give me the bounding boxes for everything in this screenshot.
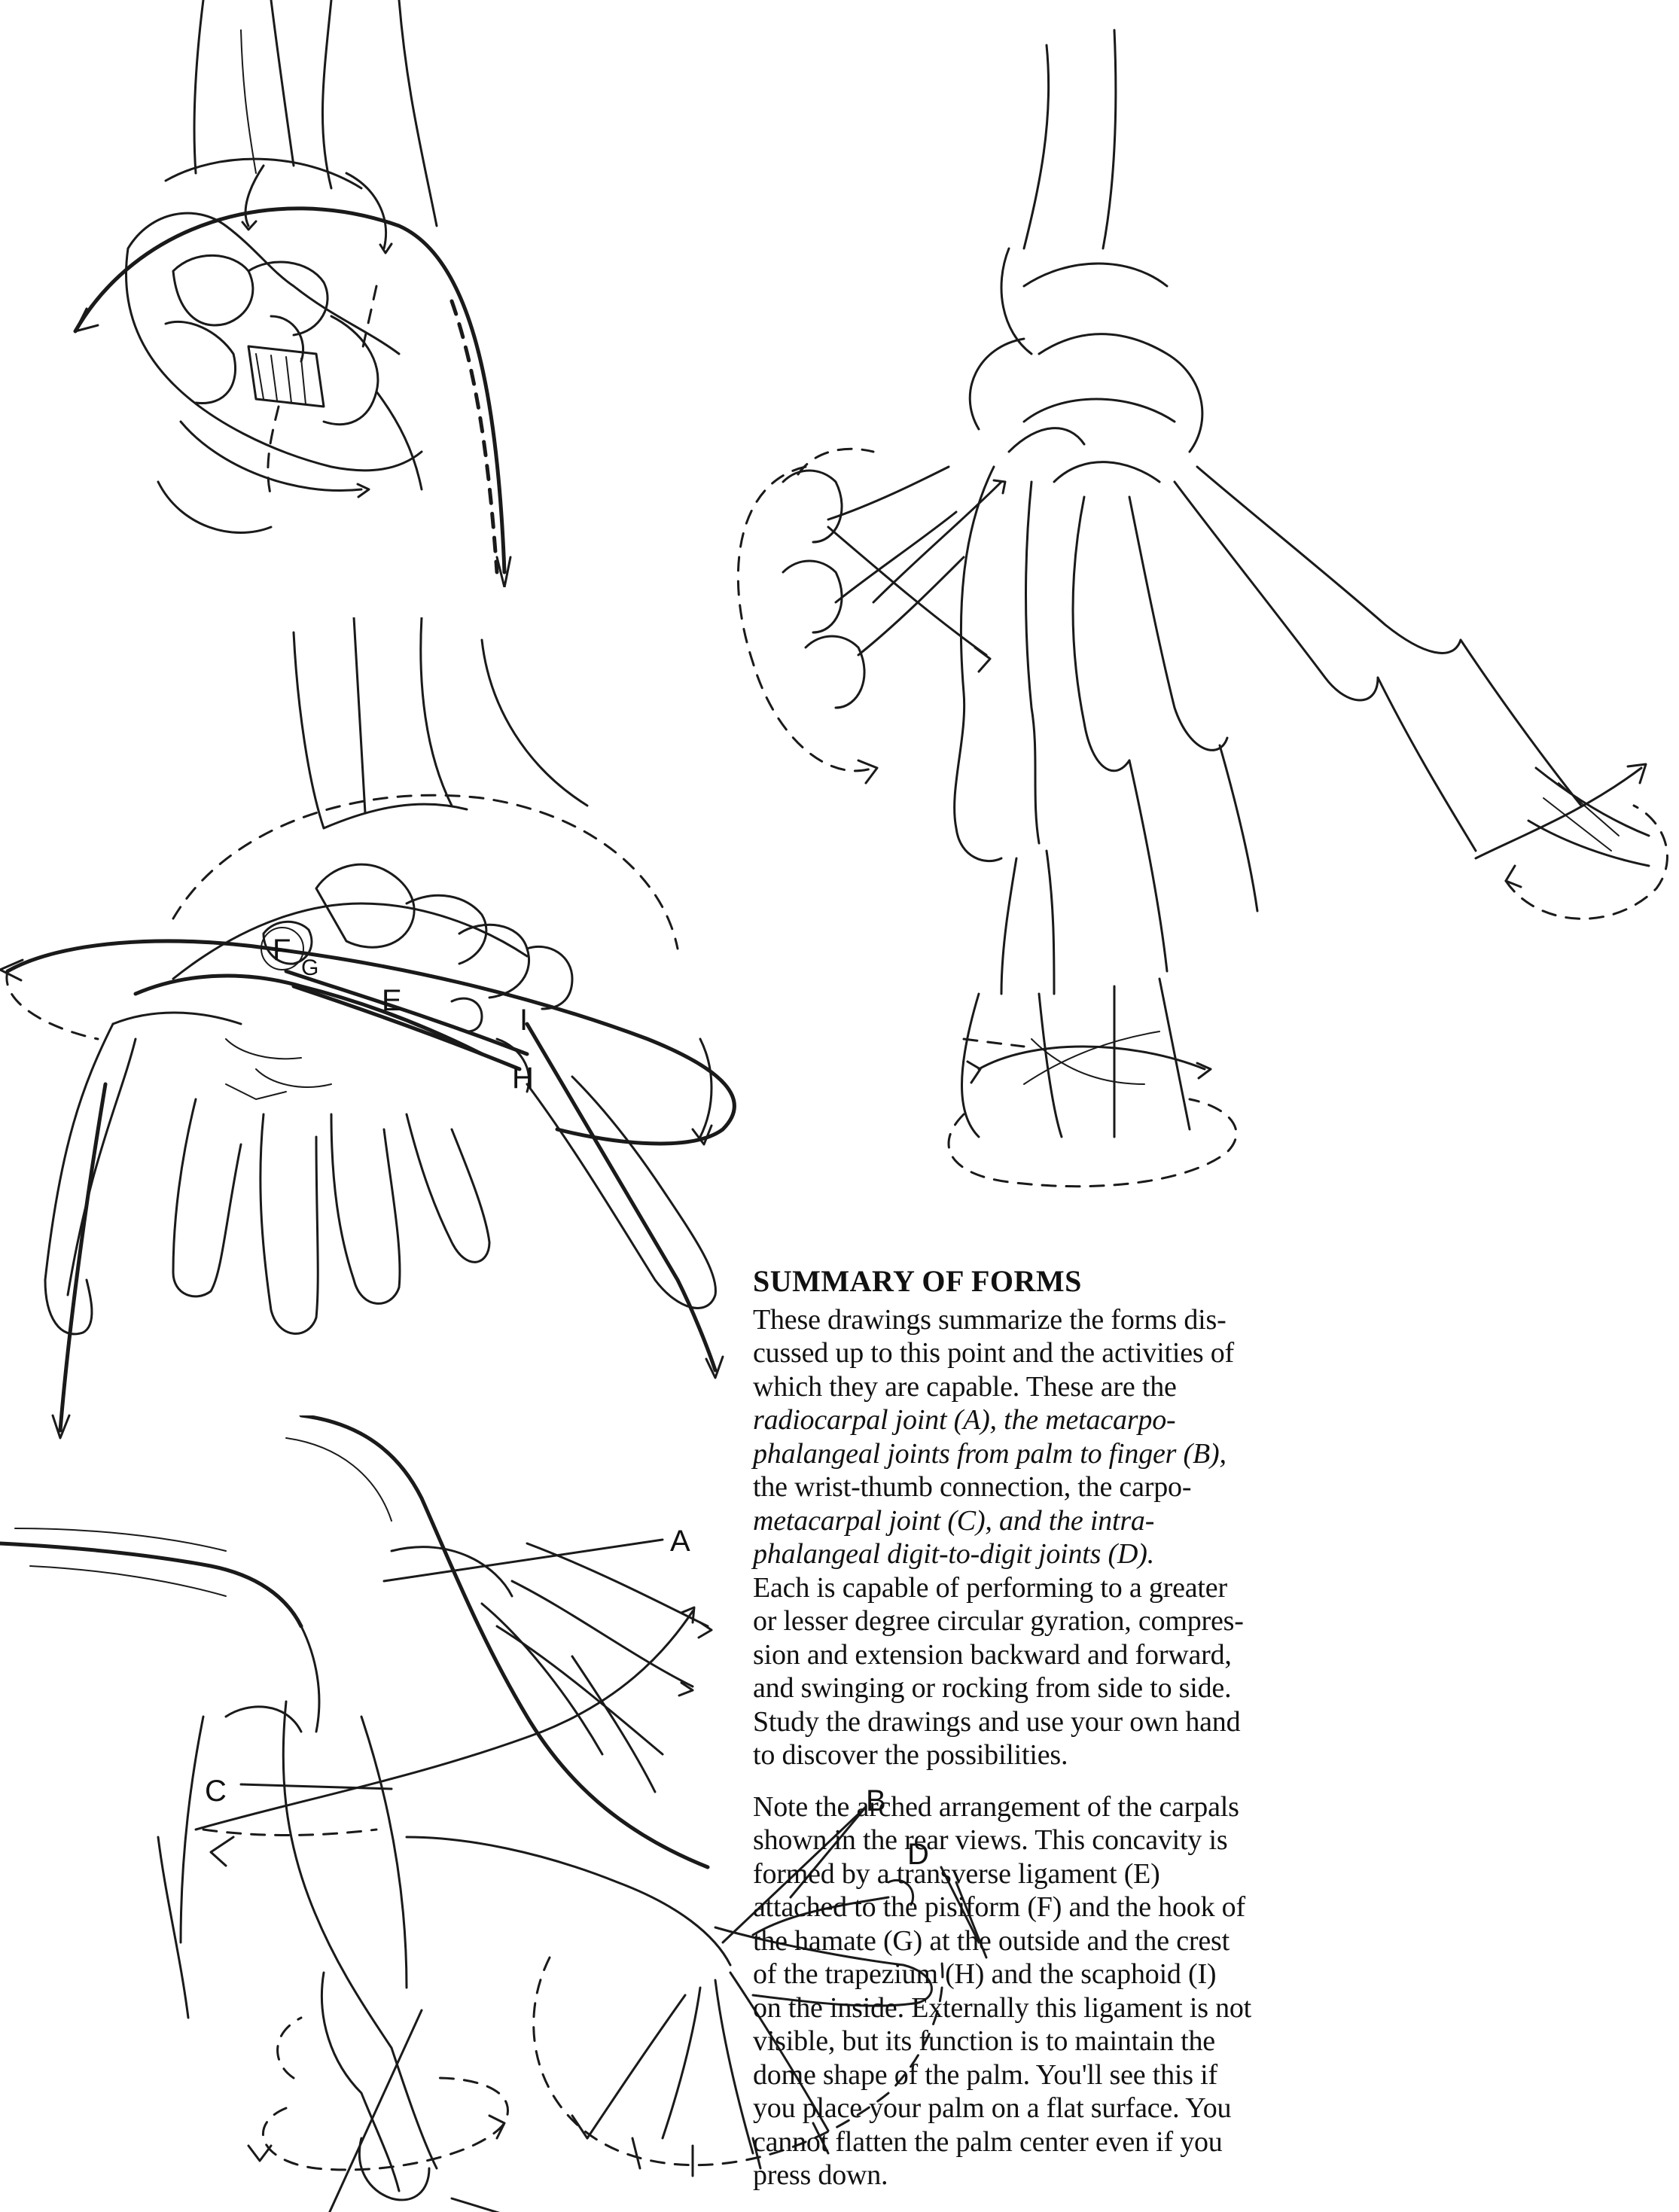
- p2-line-7: on the inside. Externally this ligament …: [753, 1992, 1251, 2024]
- p1-line-2: cussed up to this point and the activiti…: [753, 1337, 1234, 1369]
- p1-line-6: the wrist-thumb connection, the carpo-: [753, 1471, 1191, 1503]
- wrist-rear-view-drawing: [45, 0, 512, 587]
- p2-line-1: Note the arched arrangement of the carpa…: [753, 1791, 1239, 1823]
- p2-line-3: formed by a transverse ligament (E): [753, 1858, 1160, 1890]
- label-G: G: [301, 955, 318, 980]
- label-F: F: [273, 934, 291, 967]
- p1-line-3: which they are capable. These are the: [753, 1371, 1177, 1403]
- label-E: E: [382, 984, 402, 1017]
- p2-line-8: visible, but its function is to maintain…: [753, 2025, 1215, 2057]
- p1-line-4: radiocarpal joint (A), the metacarpo-: [753, 1404, 1175, 1436]
- p1-line-9: Each is capable of performing to a great…: [753, 1572, 1227, 1604]
- summary-text-block: SUMMARY OF FORMS These drawings summariz…: [753, 1265, 1664, 2210]
- p1-line-11: sion and extension backward and forward,: [753, 1639, 1232, 1671]
- label-I: I: [520, 1004, 528, 1037]
- p2-line-9: dome shape of the palm. You'll see this …: [753, 2059, 1217, 2091]
- label-C: C: [205, 1775, 227, 1808]
- p2-line-12: press down.: [753, 2159, 888, 2191]
- skeletal-hand-drawing: [708, 0, 1679, 1190]
- p2-line-5: the hamate (G) at the outside and the cr…: [753, 1925, 1230, 1957]
- p2-line-6: of the trapezium (H) and the scaphoid (I…: [753, 1958, 1216, 1990]
- label-A: A: [670, 1525, 690, 1558]
- palm-dome-drawing: F G E I H: [0, 617, 753, 1446]
- p2-line-11: cannot flatten the palm center even if y…: [753, 2126, 1223, 2158]
- summary-heading: SUMMARY OF FORMS: [753, 1265, 1664, 1299]
- p2-line-10: you place your palm on a flat surface. Y…: [753, 2092, 1231, 2124]
- p1-line-14: to discover the possibilities.: [753, 1739, 1068, 1771]
- label-H: H: [512, 1062, 534, 1095]
- summary-paragraph-1: These drawings summarize the forms dis- …: [753, 1303, 1664, 1772]
- p1-line-1: These drawings summarize the forms dis-: [753, 1304, 1226, 1336]
- p2-line-4: attached to the pisiform (F) and the hoo…: [753, 1891, 1245, 1923]
- p1-line-12: and swinging or rocking from side to sid…: [753, 1672, 1231, 1704]
- p1-line-5: phalangeal joints from palm to finger (B…: [753, 1438, 1226, 1470]
- p1-line-8: phalangeal digit-to-digit joints (D).: [753, 1538, 1154, 1570]
- p1-line-10: or lesser degree circular gyration, comp…: [753, 1605, 1244, 1637]
- p2-line-2: shown in the rear views. This concavity …: [753, 1824, 1227, 1856]
- p1-line-13: Study the drawings and use your own hand: [753, 1706, 1240, 1738]
- summary-paragraph-2: Note the arched arrangement of the carpa…: [753, 1790, 1664, 2192]
- p1-line-7: metacarpal joint (C), and the intra-: [753, 1505, 1154, 1537]
